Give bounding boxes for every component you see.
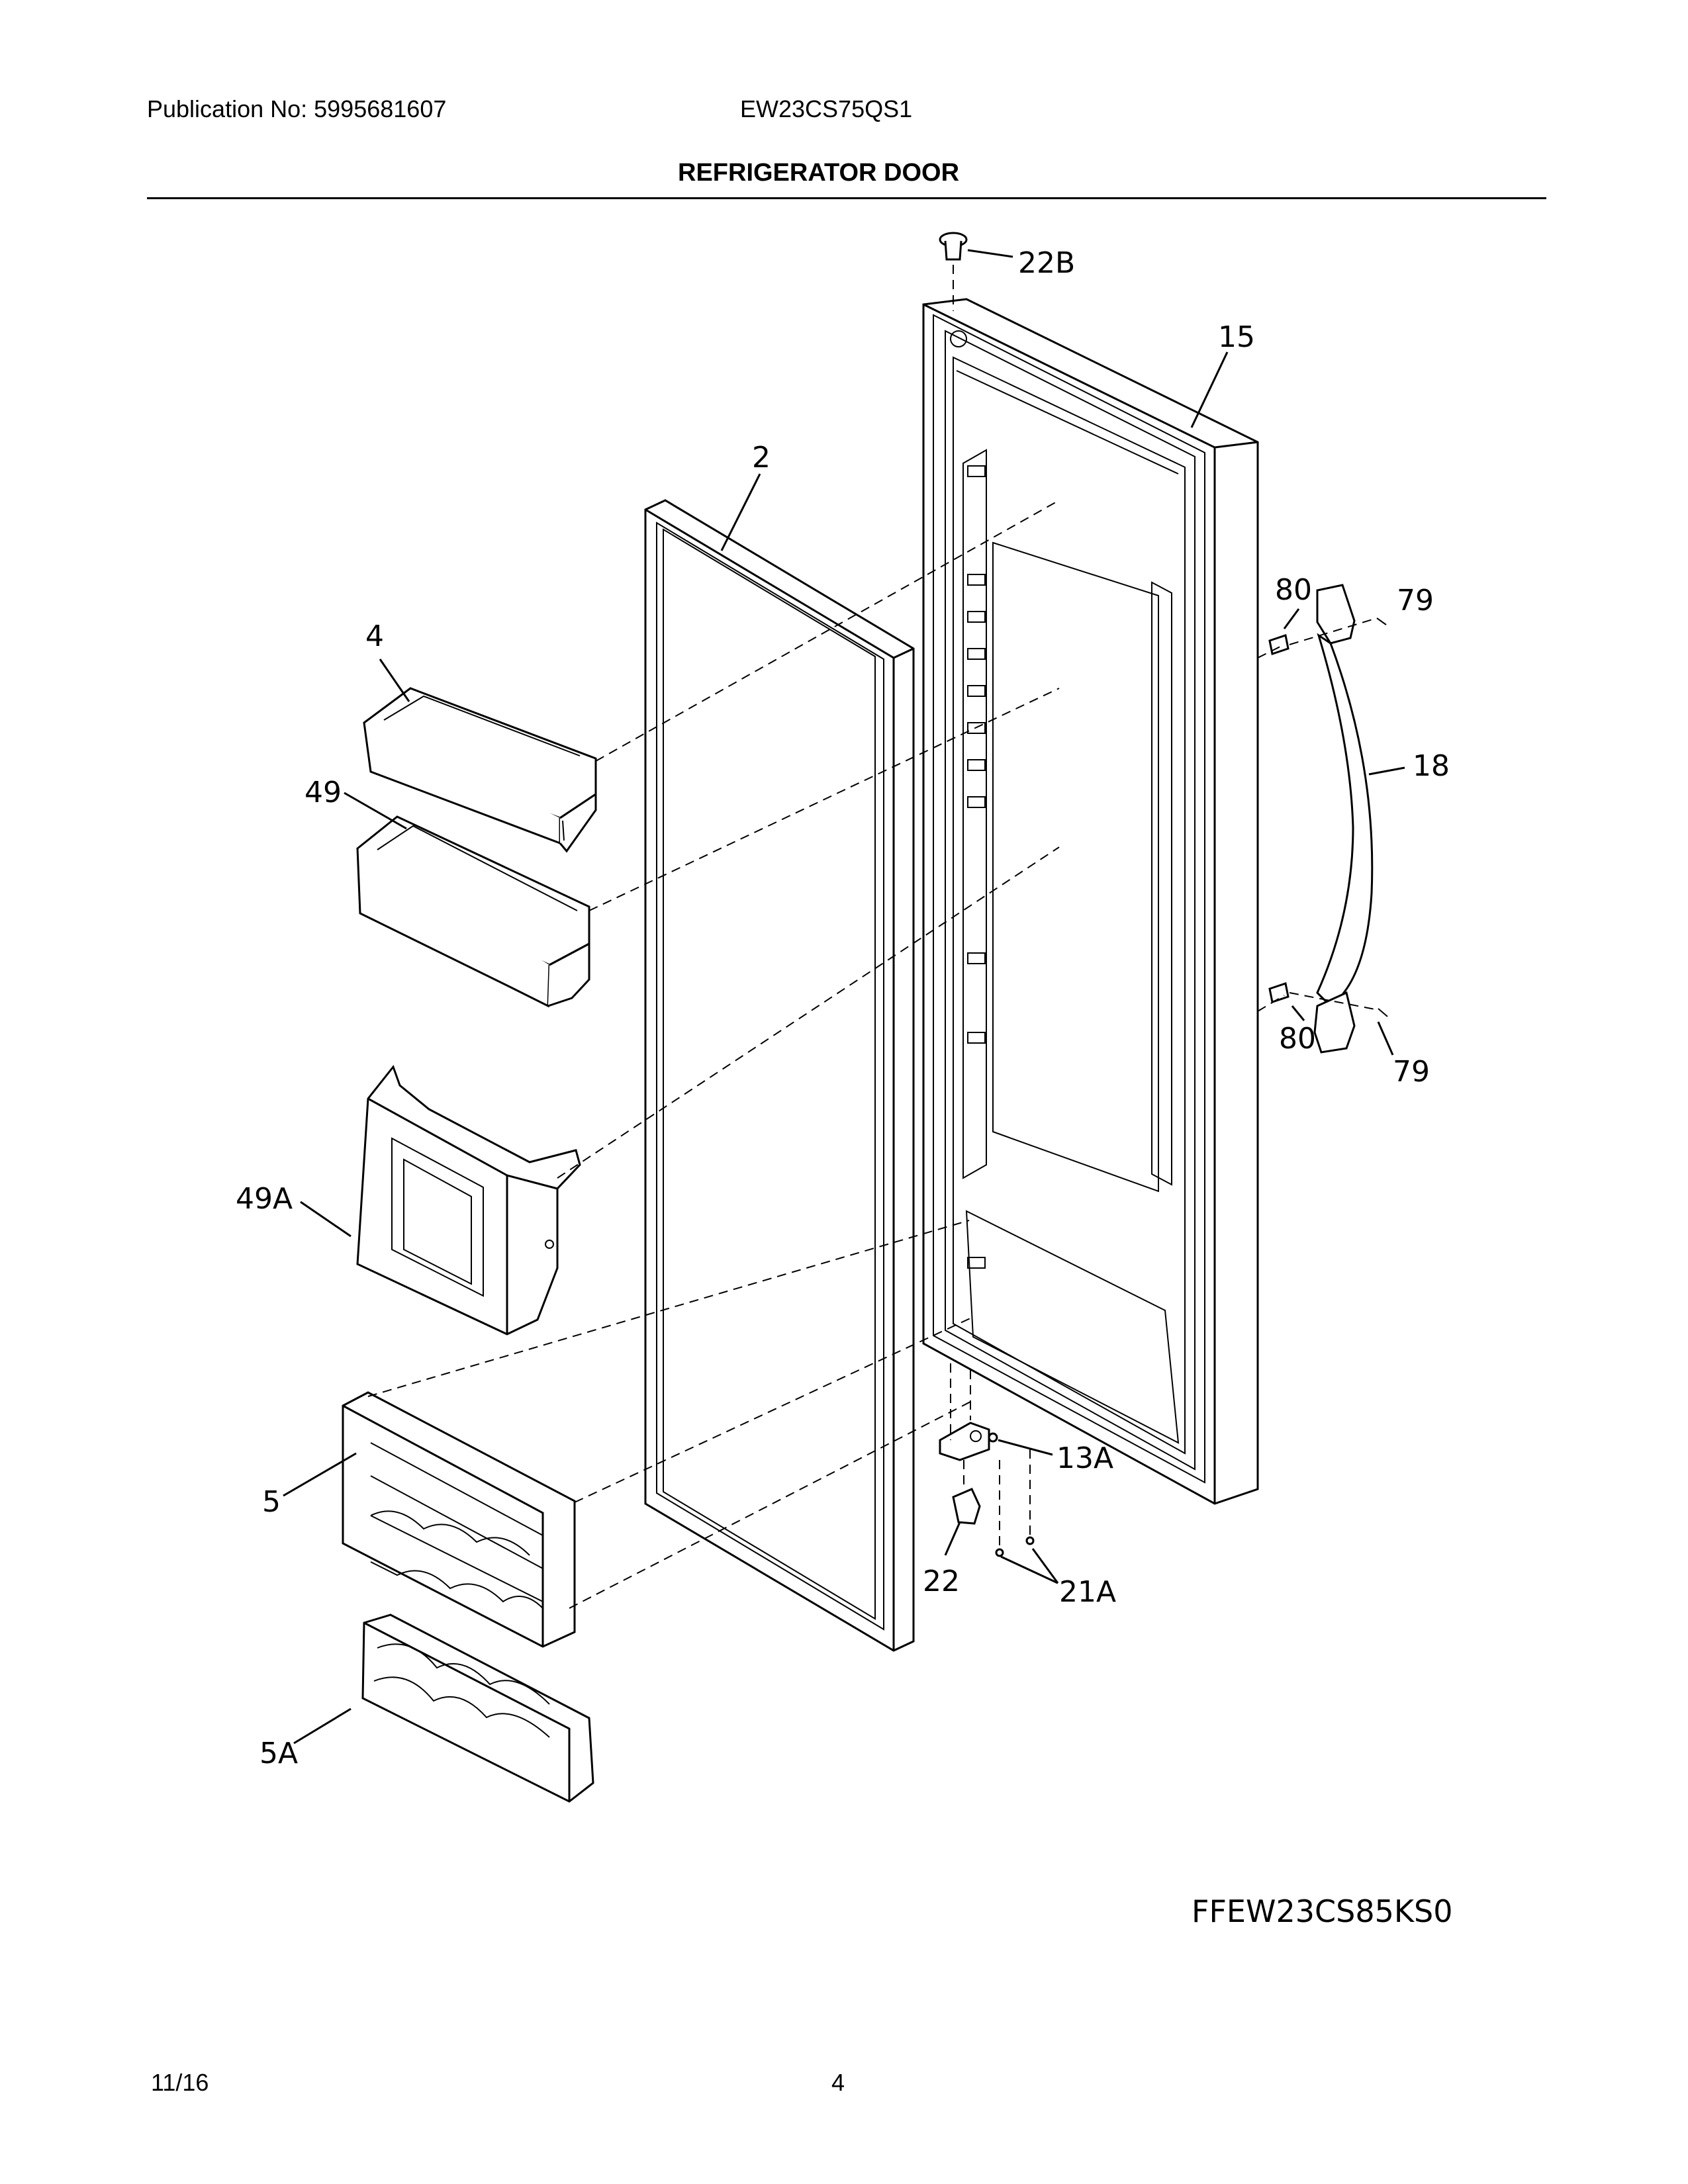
door-gasket-part: [644, 499, 915, 1652]
deep-door-bin-part: [356, 1064, 581, 1336]
header-divider: [147, 197, 1546, 199]
callout-80-top: 80: [1275, 573, 1312, 607]
variant-model-label: FFEW23CS85KS0: [1192, 1893, 1452, 1929]
door-bin-part: [363, 687, 597, 853]
publication-number: Publication No: 5995681607: [147, 95, 447, 122]
callout-13A: 13A: [1056, 1441, 1113, 1475]
callout-49A: 49A: [236, 1182, 293, 1216]
hinge-bushing-part: [939, 232, 1013, 311]
assembly-lines: [367, 500, 1379, 1609]
callout-21A: 21A: [1059, 1575, 1116, 1609]
door-bin-part: [356, 815, 590, 1008]
callout-2: 2: [752, 441, 771, 475]
bottom-hinge-parts: [939, 1422, 1035, 1557]
callout-79-bottom: 79: [1393, 1055, 1430, 1089]
callout-5: 5: [262, 1485, 281, 1519]
page-title: REFRIGERATOR DOOR: [678, 159, 960, 187]
callout-15: 15: [1218, 320, 1255, 354]
model-number: EW23CS75QS1: [740, 95, 913, 122]
shelf-rack-part: [342, 1391, 576, 1648]
callout-18: 18: [1413, 749, 1450, 783]
callout-22: 22: [923, 1565, 960, 1598]
callout-22B: 22B: [1018, 246, 1075, 280]
callout-80-bottom: 80: [1279, 1022, 1316, 1056]
callout-5A: 5A: [259, 1737, 298, 1770]
leader-lines: [283, 351, 1405, 1745]
callout-4: 4: [365, 619, 384, 653]
callout-49: 49: [305, 776, 342, 809]
shelf-tray-part: [361, 1614, 594, 1803]
footer-date: 11/16: [151, 2069, 209, 2096]
door-handle-part: [1313, 584, 1374, 1054]
door-outer-panel: [922, 298, 1259, 1505]
footer-page-number: 4: [831, 2069, 845, 2096]
callout-79-top: 79: [1397, 584, 1434, 617]
